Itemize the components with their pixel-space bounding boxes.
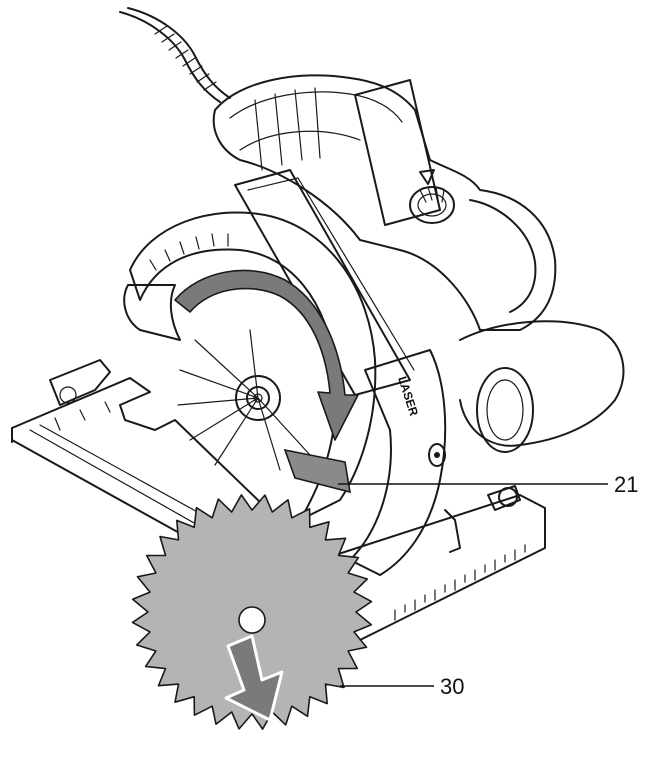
laser-label: LASER (395, 375, 421, 418)
riving-knife (283, 448, 351, 494)
callout-30-label: 30 (440, 674, 464, 699)
callout-30: 30 (340, 674, 464, 699)
rotation-direction-arrow-icon (174, 269, 359, 441)
saw-blade (131, 494, 373, 730)
power-cord (119, 7, 231, 103)
callout-21-label: 21 (614, 472, 638, 497)
front-adjustment-knob[interactable] (487, 485, 521, 511)
upper-blade-guard (123, 211, 377, 521)
handle-housing (212, 74, 557, 331)
laser-switch-button[interactable] (428, 443, 446, 467)
depth-adjustment-knob[interactable] (409, 169, 455, 224)
blade-removal-arrow-icon (224, 634, 284, 722)
blade-arbor (177, 329, 311, 471)
bevel-scale (394, 544, 526, 621)
blade-center-hole (238, 606, 266, 634)
knob-pointer-icon (419, 169, 435, 185)
callout-21: 21 (338, 472, 638, 497)
laser-module-housing: LASER (349, 349, 447, 576)
top-guard (234, 79, 441, 396)
cord-strain-relief (154, 25, 217, 91)
dust-extraction-port (459, 320, 625, 453)
